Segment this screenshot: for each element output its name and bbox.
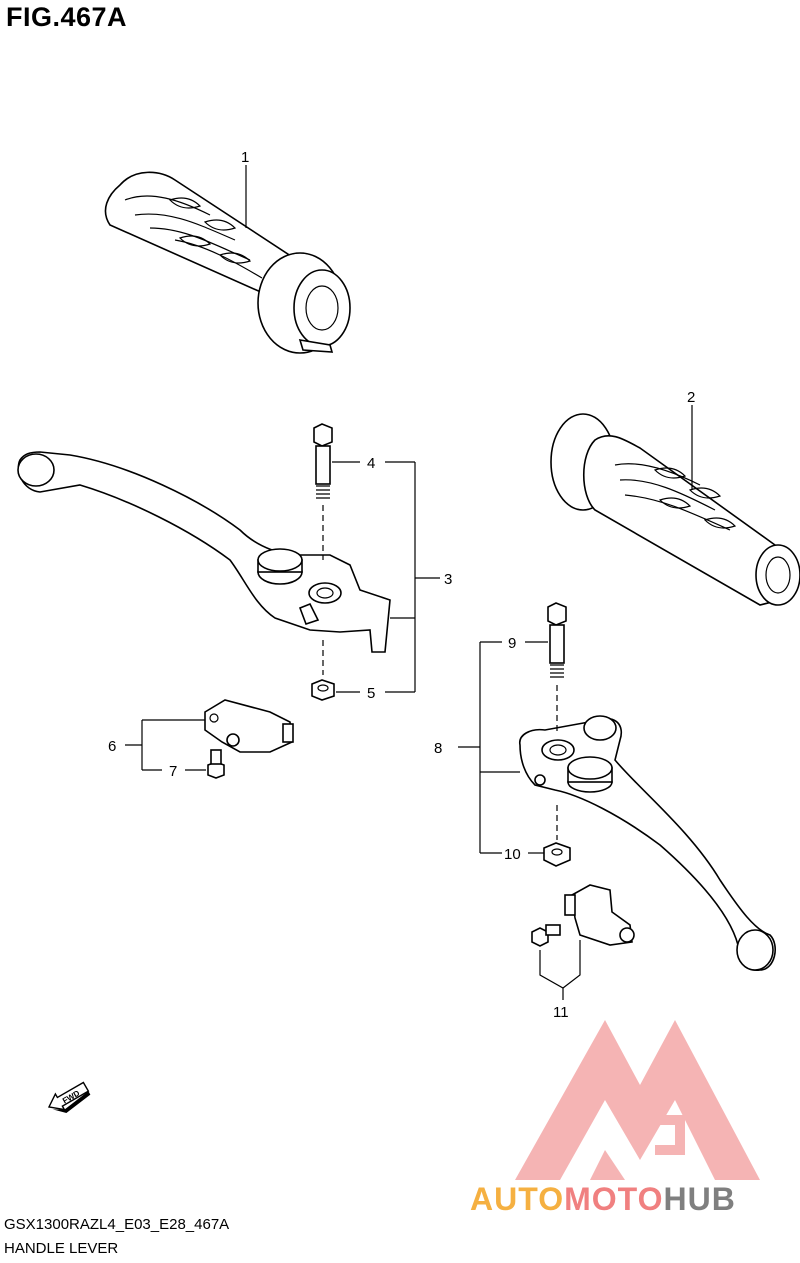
figure-title: FIG.467A [6, 2, 128, 32]
nut-right[interactable] [543, 842, 571, 867]
switch-screw-right[interactable] [531, 924, 561, 947]
svg-text:AUTOMOTOHUB: AUTOMOTOHUB [470, 1181, 736, 1217]
section-name: HANDLE LEVER [4, 1240, 119, 1257]
callout-9: 9 [508, 635, 516, 652]
fwd-arrow-icon: FWD [47, 1081, 91, 1114]
pivot-bolt-left[interactable] [313, 423, 333, 675]
grip-right[interactable] [550, 413, 800, 606]
callout-labels: 1 2 3 4 5 6 7 8 9 10 11 [108, 149, 695, 1021]
pivot-bolt-right[interactable] [547, 602, 567, 840]
model-code: GSX1300RAZL4_E03_E28_467A [4, 1216, 230, 1233]
callout-2: 2 [687, 389, 695, 406]
watermark-moto: MOTO [564, 1181, 663, 1217]
callout-11: 11 [553, 1004, 569, 1021]
leader-lines [125, 165, 693, 1000]
callout-10: 10 [504, 846, 521, 863]
brake-lever[interactable] [519, 715, 776, 971]
clutch-lever[interactable] [17, 451, 391, 653]
callout-8: 8 [434, 740, 442, 757]
callout-3: 3 [444, 571, 452, 588]
watermark-logo [515, 1020, 760, 1180]
callout-6: 6 [108, 738, 116, 755]
nut-left[interactable] [311, 679, 335, 701]
callout-5: 5 [367, 685, 375, 702]
grip-left[interactable] [104, 171, 351, 354]
brake-switch[interactable] [564, 884, 635, 946]
callout-7: 7 [169, 763, 177, 780]
callout-1: 1 [241, 149, 249, 166]
clutch-switch[interactable] [204, 699, 294, 753]
callout-4: 4 [367, 455, 375, 472]
switch-screw-left[interactable] [207, 749, 225, 779]
watermark-text: AUTOMOTOHUB [470, 1181, 736, 1217]
watermark-auto: AUTO [470, 1181, 564, 1217]
watermark-hub: HUB [663, 1181, 735, 1217]
